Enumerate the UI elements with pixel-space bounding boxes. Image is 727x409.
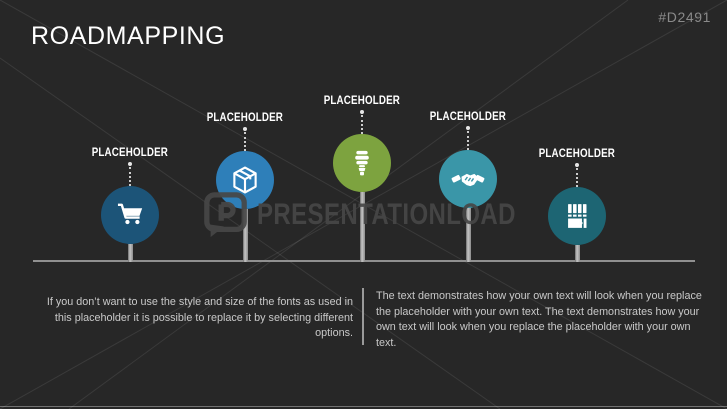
connector-dot	[575, 163, 579, 167]
milestone-label: PLACEHOLDER	[91, 147, 169, 159]
connector-dot	[466, 126, 470, 130]
footer-right-text: The text demonstrates how your own text …	[376, 290, 702, 349]
connector-dot	[360, 110, 364, 114]
milestone: PLACEHOLDER	[517, 148, 637, 262]
milestone: PLACEHOLDER	[302, 95, 422, 262]
storefront-icon	[568, 204, 587, 228]
dotted-connector	[467, 131, 469, 150]
footer-divider	[362, 288, 364, 345]
dotted-connector	[576, 168, 578, 187]
milestone-label: PLACEHOLDER	[206, 112, 284, 124]
milestone-post	[242, 209, 248, 262]
milestone-post	[359, 192, 365, 262]
handshake-icon	[451, 173, 485, 187]
milestone: PLACEHOLDER	[70, 147, 190, 262]
shopping-cart-icon	[117, 203, 143, 225]
slide-id-badge: #D2491	[658, 9, 711, 25]
connector-dot	[243, 127, 247, 131]
slide-title: ROADMAPPING	[31, 22, 226, 50]
milestone: PLACEHOLDER	[408, 111, 528, 262]
milestone-circle	[333, 134, 391, 192]
connector-dot	[128, 162, 132, 166]
dotted-connector	[361, 115, 363, 134]
package-box-icon	[233, 166, 257, 194]
milestone: PLACEHOLDER	[185, 112, 305, 262]
lightbulb-icon	[355, 150, 369, 176]
milestone-label: PLACEHOLDER	[323, 95, 401, 107]
milestone-post	[127, 244, 133, 262]
milestone-post	[574, 245, 580, 262]
milestone-label: PLACEHOLDER	[429, 111, 507, 123]
milestone-post	[465, 208, 471, 262]
milestone-label: PLACEHOLDER	[538, 148, 616, 160]
milestone-circle	[439, 150, 497, 208]
footer-left-text: If you don’t want to use the style and s…	[46, 296, 353, 339]
dotted-connector	[244, 132, 246, 151]
milestone-circle	[548, 187, 606, 245]
milestone-circle	[101, 186, 159, 244]
slide-bottom-border	[0, 406, 727, 407]
dotted-connector	[129, 167, 131, 186]
milestone-circle	[216, 151, 274, 209]
